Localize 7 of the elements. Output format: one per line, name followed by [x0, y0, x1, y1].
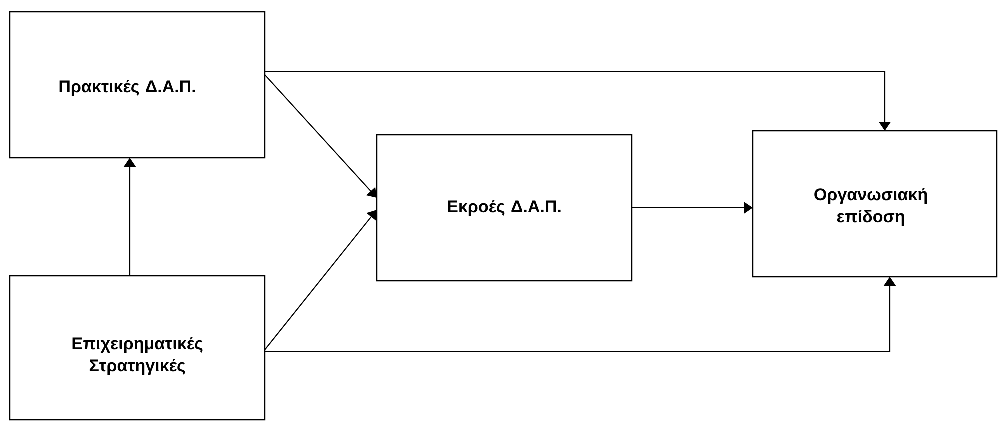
process-box: Οργανωσιακή επίδοση — [752, 130, 998, 278]
arrow — [264, 210, 377, 350]
process-box: Επιχειρηματικές Στρατηγικές — [9, 275, 266, 421]
process-box: Εκροές Δ.Α.Π. — [376, 134, 633, 282]
process-box: Πρακτικές Δ.Α.Π. — [9, 11, 266, 159]
arrow — [265, 71, 892, 131]
arrow — [264, 74, 377, 198]
